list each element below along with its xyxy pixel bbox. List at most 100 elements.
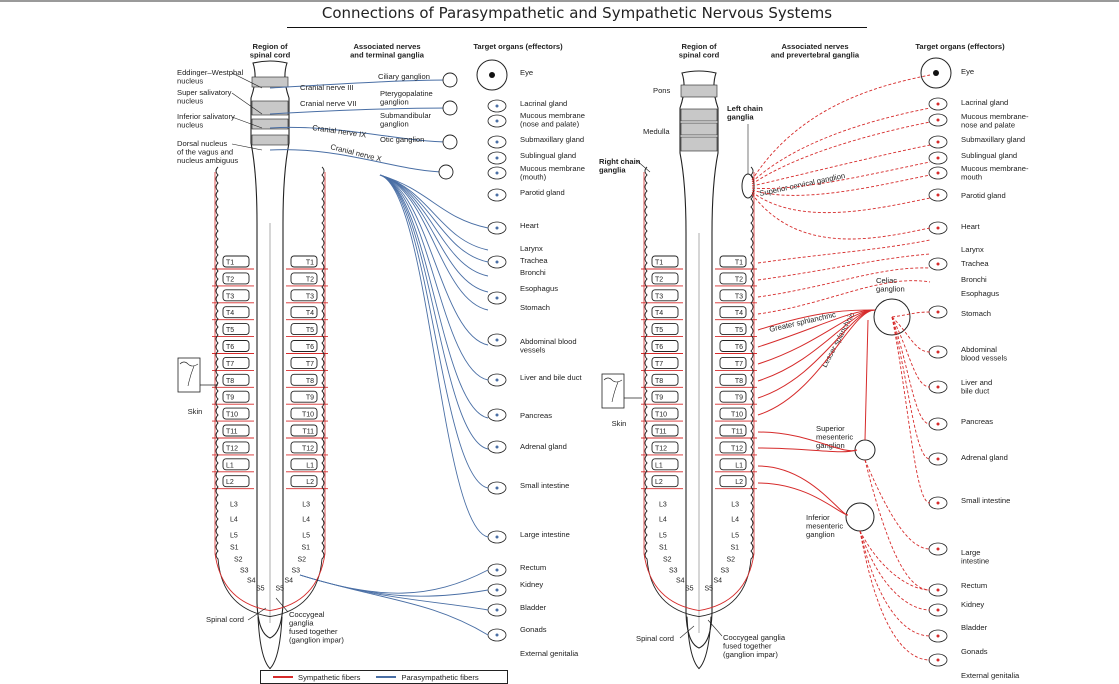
symp-organ-icon-synapse	[936, 310, 940, 314]
para-organ-icon-synapse	[495, 119, 499, 123]
sympathetic-segment-right	[719, 458, 747, 471]
sympathetic-segment-left	[651, 475, 679, 488]
parasympathetic-segment-right	[290, 424, 318, 437]
parasympathetic-segment-left	[222, 340, 250, 352]
symp-target-label: Bladder	[961, 623, 988, 632]
sympathetic-segment-right	[719, 373, 747, 386]
parasympathetic-segment-label: T2	[306, 276, 314, 283]
legend: Sympathetic fibers Parasympathetic fiber…	[260, 670, 508, 684]
para-organ-icon-synapse	[495, 226, 499, 230]
parasympathetic-segment-left	[222, 441, 250, 454]
sympathetic-segment-right	[719, 407, 747, 420]
parasympathetic-segment-left	[222, 255, 250, 268]
parasympathetic-segment-label: L2	[226, 479, 234, 486]
sympathetic-segment-label: S4	[676, 578, 685, 585]
sympathetic-segment-label: T6	[655, 344, 663, 351]
sympathetic-segment-label: S5	[685, 586, 694, 593]
symp-splanchnic-nerve	[757, 447, 858, 453]
sympathetic-segment-label: T9	[735, 395, 743, 402]
sympathetic-segment-label: T10	[731, 412, 743, 419]
symp-organ-icon-synapse	[936, 658, 940, 662]
sympathetic-segment-label: T8	[735, 378, 743, 385]
symp-organ-icon-synapse	[936, 171, 940, 175]
parasympathetic-segment-label: S1	[230, 545, 239, 552]
symp-postganglionic-fiber	[751, 191, 931, 214]
sympathetic-segment-right	[719, 390, 747, 403]
symp-postganglionic-fiber	[751, 107, 931, 183]
parasympathetic-segment-left	[222, 424, 250, 437]
parasympathetic-segment-label: T7	[226, 361, 234, 368]
para-terminal-ganglion	[442, 134, 458, 150]
parasympathetic-segment-label: T8	[226, 378, 234, 385]
symp-organ-icon-synapse	[936, 547, 940, 551]
parasympathetic-segment-label: T6	[306, 344, 314, 351]
symp-postganglionic-fiber	[751, 161, 931, 189]
para-target-label: Parotid gland	[520, 188, 565, 197]
sympathetic-segment-right	[719, 340, 747, 352]
sympathetic-segment-label: L4	[731, 517, 739, 524]
symp-target-label: Rectum	[961, 581, 987, 590]
para-vagus-branch	[379, 174, 489, 381]
sympathetic-sacral-outline	[646, 558, 752, 618]
sympathetic-segment-label: T5	[735, 327, 743, 334]
symp-target-label: Adrenal gland	[961, 453, 1008, 462]
sympathetic-segment-label: T11	[655, 429, 667, 436]
symp-brain-region-label: Medulla	[643, 127, 670, 136]
parasympathetic-segment-left	[222, 475, 250, 488]
para-vagus-branch	[379, 174, 489, 489]
para-target-label: Adrenal gland	[520, 442, 567, 451]
parasympathetic-segment-label: S3	[291, 568, 300, 575]
parasympathetic-segment-label: T1	[226, 260, 234, 267]
para-nucleus-pointer	[231, 92, 263, 115]
para-target-label: Larynx	[520, 244, 543, 253]
sympathetic-segment-label: L3	[731, 502, 739, 509]
sympathetic-segment-label: T2	[735, 276, 743, 283]
sympathetic-segment-label: T10	[655, 412, 667, 419]
parasympathetic-segment-right	[290, 441, 318, 454]
symp-organ-icon-synapse	[936, 422, 940, 426]
symp-img-postganglionic	[859, 530, 931, 611]
parasympathetic-segment-label: T11	[226, 429, 238, 436]
para-cranial-nerve-4	[269, 107, 451, 115]
parasympathetic-nucleus-band	[251, 134, 289, 146]
parasympathetic-segment-label: T1	[306, 260, 314, 267]
symp-spinal-cord-label: Spinal cord	[636, 634, 674, 643]
para-nucleus-pointer	[231, 116, 263, 129]
sympathetic-segment-label: L4	[659, 517, 667, 524]
sympathetic-segment-label: T6	[735, 344, 743, 351]
para-organ-icon-synapse	[495, 535, 499, 539]
para-cranial-nerve-label: Cranial nerve VII	[300, 99, 357, 108]
para-header-targets: Target organs (effectors)	[473, 42, 563, 51]
para-organ-icon-synapse	[495, 338, 499, 342]
para-organ-icon-synapse	[495, 378, 499, 382]
para-target-label: Bronchi	[520, 268, 546, 277]
parasympathetic-segment-left	[222, 458, 250, 471]
para-pelvic-nerve	[299, 574, 489, 611]
para-vagus-branch	[379, 174, 489, 419]
parasympathetic-sacral-fiber	[214, 553, 326, 612]
symp-organ-icon-synapse	[936, 102, 940, 106]
para-target-label: Stomach	[520, 303, 550, 312]
symp-celiac-postganglionic	[891, 316, 931, 388]
symp-smg-postganglionic	[864, 459, 931, 591]
para-organ-icon-synapse	[495, 608, 499, 612]
para-target-label: Mucous membrane(mouth)	[520, 164, 585, 182]
sympathetic-segment-left	[651, 272, 679, 285]
symp-target-label: Small intestine	[961, 496, 1010, 505]
para-pelvic-nerve	[299, 574, 489, 636]
symp-celiac-postganglionic	[891, 311, 931, 318]
sympathetic-segment-right	[719, 323, 747, 336]
symp-target-label: Larynx	[961, 245, 984, 254]
para-ganglion-label: Otic ganglion	[380, 135, 424, 144]
para-spinal-cord-label: Spinal cord	[206, 615, 244, 624]
parasympathetic-skin-block	[177, 357, 201, 393]
parasympathetic-segment-left	[222, 356, 250, 369]
legend-label: Sympathetic fibers	[298, 672, 361, 682]
sympathetic-segment-label: T7	[655, 361, 663, 368]
sympathetic-segment-label: T4	[735, 310, 743, 317]
